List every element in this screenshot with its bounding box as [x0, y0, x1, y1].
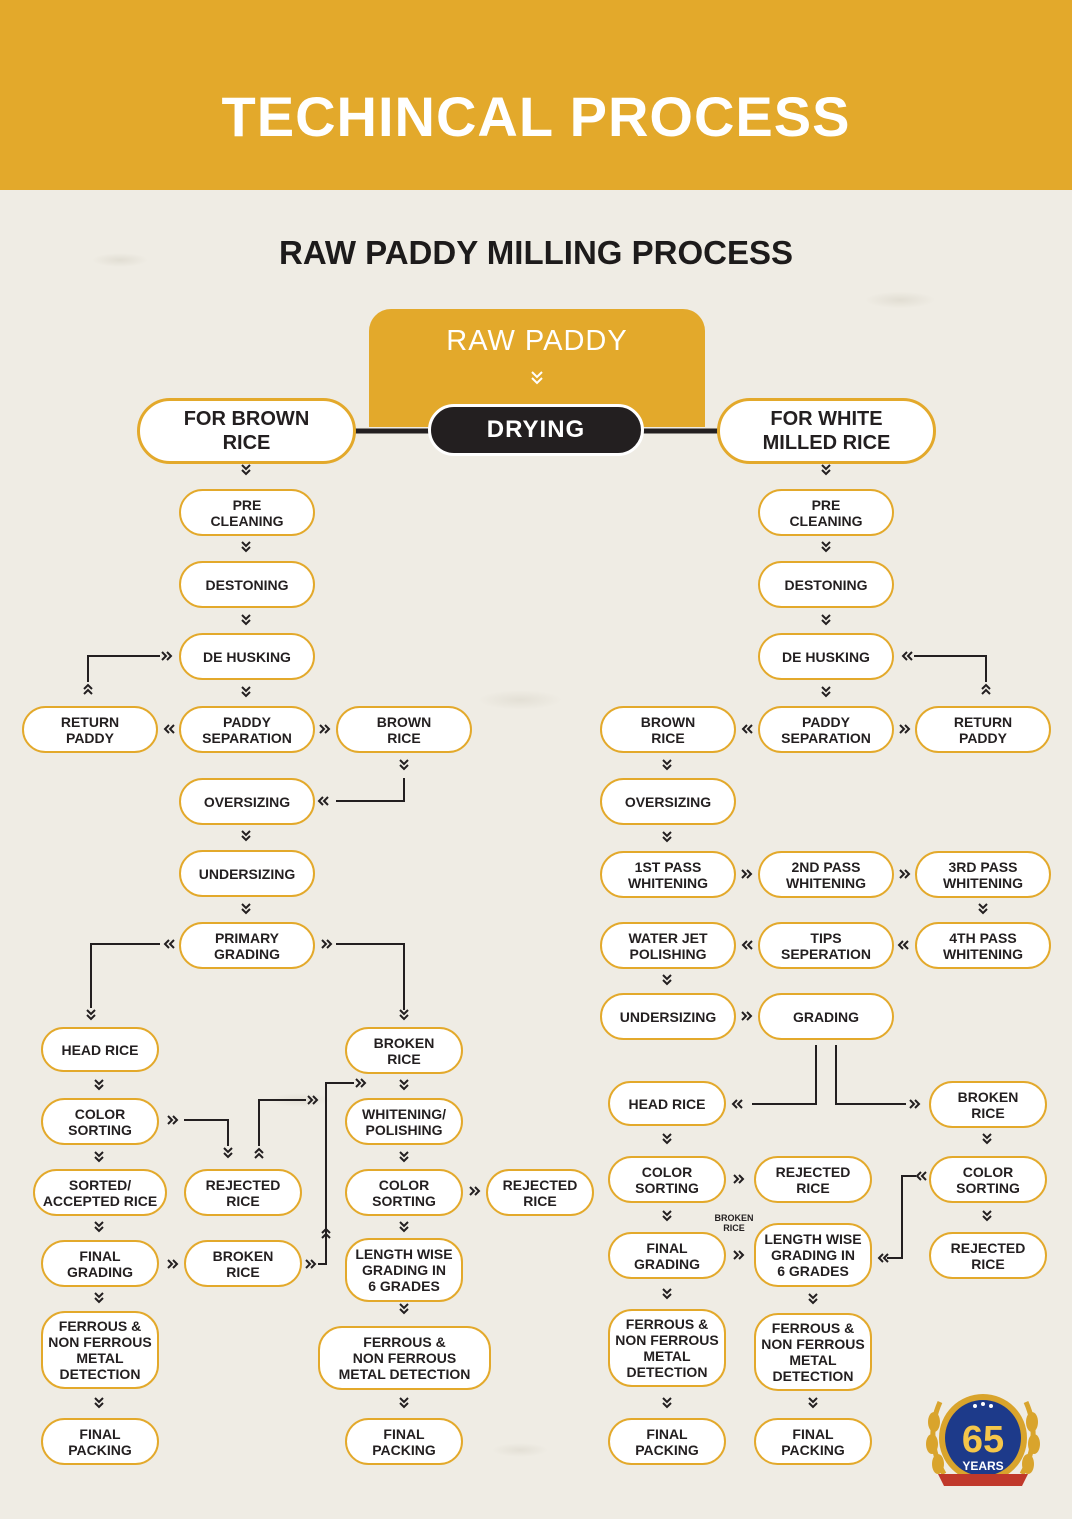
page-title: TECHINCAL PROCESS: [221, 84, 851, 148]
brown-final-grading: FINAL GRADING: [41, 1240, 159, 1287]
white-return-paddy: RETURN PADDY: [915, 706, 1051, 753]
brown-final-packing: FINAL PACKING: [41, 1418, 159, 1465]
brown-metal-detection-2: FERROUS & NON FERROUS METAL DETECTION: [318, 1326, 491, 1390]
anniversary-badge: 65 YEARS: [926, 1394, 1040, 1486]
white-rejected-rice: REJECTED RICE: [754, 1156, 872, 1203]
brown-final-packing-2: FINAL PACKING: [345, 1418, 463, 1465]
white-rejected-rice-2: REJECTED RICE: [929, 1232, 1047, 1279]
white-metal-detection: FERROUS & NON FERROUS METAL DETECTION: [608, 1309, 726, 1387]
brown-oversizing: OVERSIZING: [179, 778, 315, 825]
white-grading: GRADING: [758, 993, 894, 1040]
brown-sorted-accepted-rice: SORTED/ ACCEPTED RICE: [33, 1169, 167, 1216]
brown-broken-rice: BROKEN RICE: [345, 1027, 463, 1074]
brown-rice-branch: FOR BROWN RICE: [137, 398, 356, 464]
white-1st-pass-whitening: 1ST PASS WHITENING: [600, 851, 736, 898]
white-final-packing-2: FINAL PACKING: [754, 1418, 872, 1465]
white-water-jet-polishing: WATER JET POLISHING: [600, 922, 736, 969]
white-tips-separation: TIPS SEPERATION: [758, 922, 894, 969]
brown-primary-grading: PRIMARY GRADING: [179, 922, 315, 969]
white-2nd-pass-whitening: 2ND PASS WHITENING: [758, 851, 894, 898]
white-3rd-pass-whitening: 3RD PASS WHITENING: [915, 851, 1051, 898]
brown-color-sorting: COLOR SORTING: [41, 1098, 159, 1145]
white-brown-rice: BROWN RICE: [600, 706, 736, 753]
badge-number: 65: [962, 1419, 1004, 1461]
brown-paddy-separation: PADDY SEPARATION: [179, 706, 315, 753]
white-de-husking: DE HUSKING: [758, 633, 894, 680]
raw-paddy-label: RAW PADDY: [446, 325, 628, 357]
brown-brown-rice: BROWN RICE: [336, 706, 472, 753]
brown-length-wise-grading: LENGTH WISE GRADING IN 6 GRADES: [345, 1238, 463, 1302]
white-final-packing: FINAL PACKING: [608, 1418, 726, 1465]
white-metal-detection-2: FERROUS & NON FERROUS METAL DETECTION: [754, 1313, 872, 1391]
brown-rejected-rice: REJECTED RICE: [184, 1169, 302, 1216]
white-color-sorting-2: COLOR SORTING: [929, 1156, 1047, 1203]
brown-whitening-polishing: WHITENING/ POLISHING: [345, 1098, 463, 1145]
badge-text: YEARS: [962, 1459, 1003, 1473]
white-broken-rice: BROKEN RICE: [929, 1081, 1047, 1128]
star-icon: [973, 1402, 993, 1408]
white-pre-cleaning: PRE CLEANING: [758, 489, 894, 536]
white-head-rice: HEAD RICE: [608, 1081, 726, 1126]
header-banner: TECHINCAL PROCESS: [0, 0, 1072, 190]
brown-rejected-rice-2: REJECTED RICE: [486, 1169, 594, 1216]
white-final-grading: FINAL GRADING: [608, 1232, 726, 1279]
white-4th-pass-whitening: 4TH PASS WHITENING: [915, 922, 1051, 969]
brown-metal-detection: FERROUS & NON FERROUS METAL DETECTION: [41, 1311, 159, 1389]
brown-broken-rice-mid: BROKEN RICE: [184, 1240, 302, 1287]
chevron-down-icon: [531, 371, 543, 385]
white-color-sorting: COLOR SORTING: [608, 1156, 726, 1203]
brown-destoning: DESTONING: [179, 561, 315, 608]
diagram-subtitle: RAW PADDY MILLING PROCESS: [279, 234, 793, 271]
brown-de-husking: DE HUSKING: [179, 633, 315, 680]
brown-return-paddy: RETURN PADDY: [22, 706, 158, 753]
laurel-wreath-icon: [926, 1400, 1040, 1476]
white-broken-rice-label: BROKEN RICE: [714, 1213, 754, 1233]
white-paddy-separation: PADDY SEPARATION: [758, 706, 894, 753]
white-rice-branch: FOR WHITE MILLED RICE: [717, 398, 936, 464]
brown-head-rice: HEAD RICE: [41, 1027, 159, 1072]
drying-step: DRYING: [428, 404, 644, 456]
white-undersizing: UNDERSIZING: [600, 993, 736, 1040]
white-length-wise-grading: LENGTH WISE GRADING IN 6 GRADES: [754, 1223, 872, 1287]
brown-undersizing: UNDERSIZING: [179, 850, 315, 897]
white-destoning: DESTONING: [758, 561, 894, 608]
brown-pre-cleaning: PRE CLEANING: [179, 489, 315, 536]
brown-color-sorting-2: COLOR SORTING: [345, 1169, 463, 1216]
white-oversizing: OVERSIZING: [600, 778, 736, 825]
